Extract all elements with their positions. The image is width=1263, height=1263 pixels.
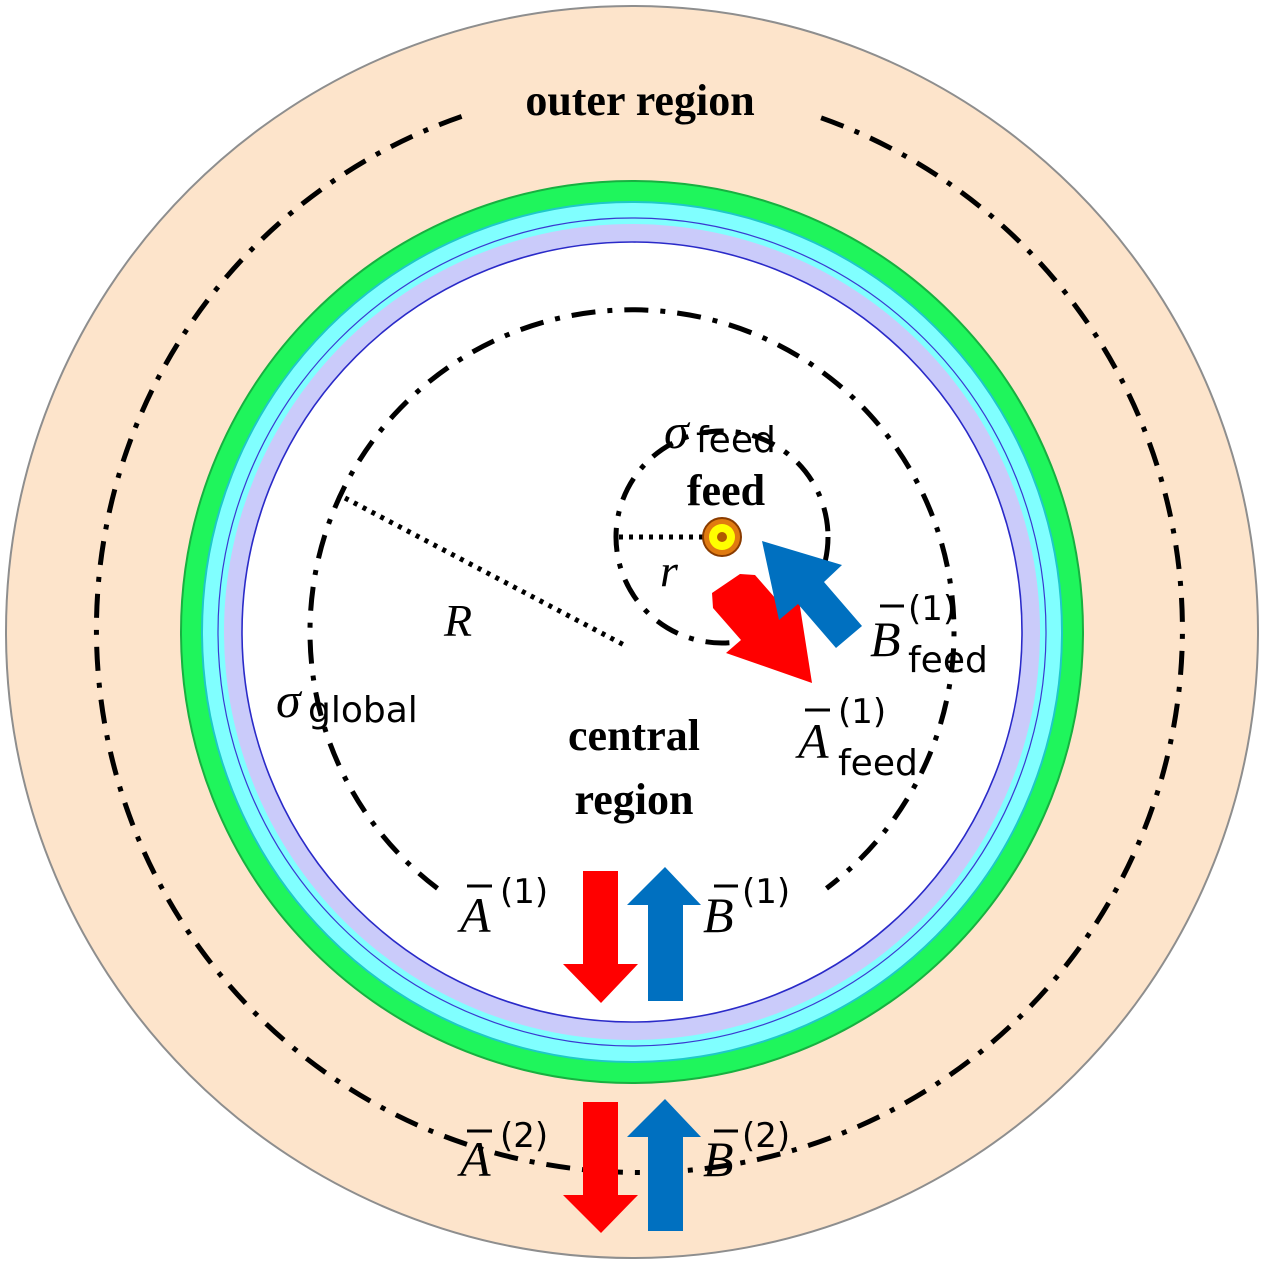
B-feed-superscript: (1) [908, 589, 956, 629]
A2-arrow-red [563, 1102, 638, 1233]
A-feed-subscript: feed [838, 743, 918, 784]
cyan-ring-edge [201, 201, 1063, 1063]
B2-letter: B [703, 1131, 734, 1187]
green-ring-edge [180, 180, 1084, 1084]
radius-r-label: r [660, 545, 679, 596]
feed-sigma-boundary [613, 428, 831, 646]
feed-A-arrow-red [712, 574, 812, 683]
B2-arrow-blue [627, 1099, 701, 1231]
cyan-inner-edge [217, 217, 1047, 1047]
feed-B-arrow-blue [762, 541, 862, 648]
B-feed-subscript: feed [908, 640, 988, 681]
feed-point-center [717, 532, 727, 542]
radius-R-label: R [443, 595, 472, 646]
outer-region-label: outer region [525, 76, 754, 125]
sigma-global-symbol: σ [276, 672, 303, 728]
A-feed-superscript: (1) [838, 692, 886, 732]
central-region-disk [241, 241, 1023, 1023]
outer-boundary-dashdot [93, 113, 1185, 1175]
A1-superscript: (1) [500, 872, 548, 912]
central-region-label-line1: central [568, 711, 700, 760]
A2-letter: A [457, 1131, 491, 1187]
A1-arrow-red [563, 871, 638, 1003]
A1-letter: A [457, 887, 491, 943]
B1-letter: B [703, 887, 734, 943]
sigma-global-subscript: global [308, 690, 418, 731]
B2-superscript: (2) [742, 1116, 790, 1156]
sigma-feed-symbol: σ [664, 403, 691, 459]
B1-superscript: (1) [742, 872, 790, 912]
feed-label: feed [687, 466, 765, 515]
A2-superscript: (2) [500, 1116, 548, 1156]
global-sigma-boundary [307, 307, 957, 891]
B1-arrow-blue [627, 867, 701, 1001]
A-feed-letter: A [795, 713, 829, 769]
radius-R-line [343, 495, 628, 649]
sigma-feed-subscript: feed [696, 420, 776, 461]
central-region-label-line2: region [575, 775, 694, 824]
B-feed-letter: B [870, 611, 901, 667]
